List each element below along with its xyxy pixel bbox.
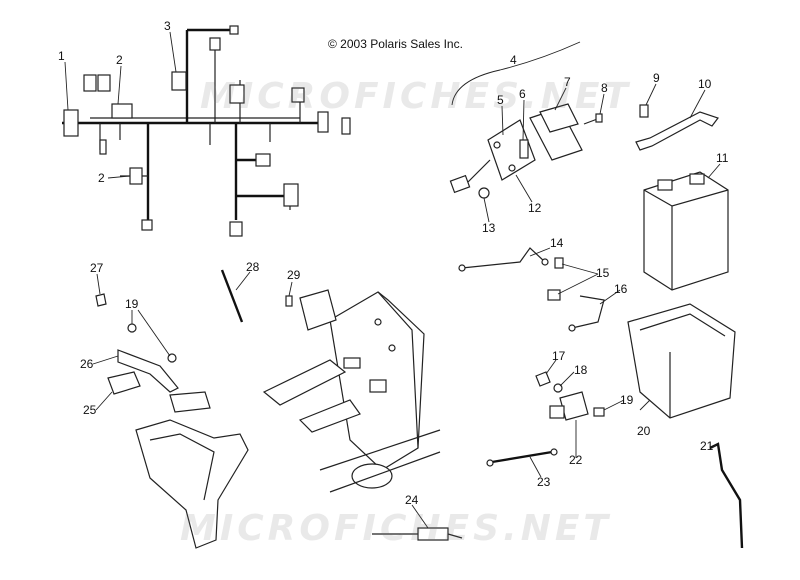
solenoid-group xyxy=(535,371,605,421)
callout-15: 15 xyxy=(596,266,610,280)
callout-10: 10 xyxy=(698,77,712,91)
callout-27: 27 xyxy=(90,261,104,275)
callout-2b: 2 xyxy=(98,171,105,185)
leader-lines xyxy=(64,31,721,529)
callout-14: 14 xyxy=(550,236,564,250)
clamp-29 xyxy=(285,289,337,331)
callout-26: 26 xyxy=(80,357,94,371)
watermark-bottom: MICROFICHES.NET xyxy=(180,508,612,549)
battery-holddown xyxy=(635,104,719,151)
battery xyxy=(643,171,729,291)
front-bracket-group xyxy=(95,293,249,549)
part-24 xyxy=(372,527,463,541)
callout-4: 4 xyxy=(510,53,517,67)
rod-21 xyxy=(709,442,744,549)
wiring-harness xyxy=(62,25,351,237)
callout-1: 1 xyxy=(58,49,65,63)
battery-box xyxy=(627,303,736,419)
callout-7: 7 xyxy=(564,75,571,89)
callout-11: 11 xyxy=(716,151,729,165)
callout-2a: 2 xyxy=(116,53,123,67)
callout-22: 22 xyxy=(569,453,583,467)
callout-19a: 19 xyxy=(620,393,634,407)
callout-17: 17 xyxy=(552,349,566,363)
callout-5: 5 xyxy=(497,93,504,107)
battery-cables xyxy=(458,247,605,332)
callout-9: 9 xyxy=(653,71,660,85)
callout-19b: 19 xyxy=(125,297,139,311)
callout-12: 12 xyxy=(528,201,542,215)
callout-24: 24 xyxy=(405,493,419,507)
callout-23: 23 xyxy=(537,475,551,489)
frame xyxy=(262,291,441,493)
callout-16: 16 xyxy=(614,282,628,296)
callout-18: 18 xyxy=(574,363,588,377)
callout-28: 28 xyxy=(246,260,260,274)
relay-bracket-assembly xyxy=(449,41,603,199)
callout-21: 21 xyxy=(700,439,714,453)
watermark-top: MICROFICHES.NET xyxy=(200,76,632,117)
copyright-text: © 2003 Polaris Sales Inc. xyxy=(328,37,463,51)
callout-3: 3 xyxy=(164,19,171,33)
rod-28 xyxy=(220,269,244,323)
callout-25: 25 xyxy=(83,403,97,417)
callout-8: 8 xyxy=(601,81,608,95)
callout-13: 13 xyxy=(482,221,496,235)
callout-29: 29 xyxy=(287,268,301,282)
cable-23 xyxy=(486,448,558,467)
callout-20: 20 xyxy=(637,424,651,438)
callout-6: 6 xyxy=(519,87,526,101)
